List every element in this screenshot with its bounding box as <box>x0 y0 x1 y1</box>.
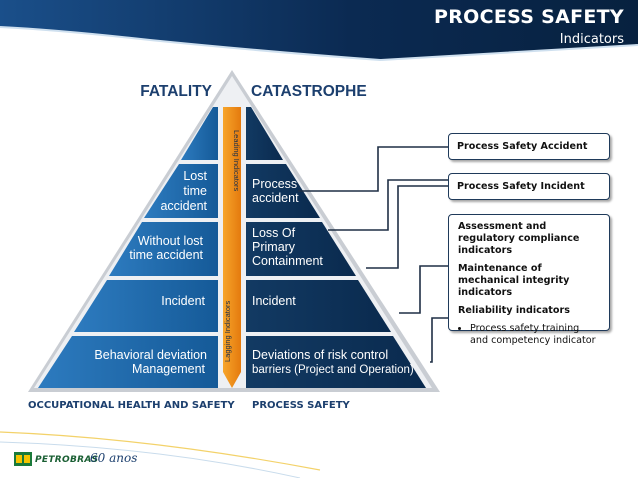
left-level-without-lost-time <box>109 222 218 276</box>
left-level-without-lost-line1: Without lost <box>138 234 204 248</box>
leading-indicators-label: Leading Indicators <box>232 130 241 192</box>
ohs-label: OCCUPATIONAL HEALTH AND SAFETY <box>28 400 235 411</box>
left-level-behavioral <box>38 336 218 388</box>
left-level-without-lost-line2: time accident <box>129 248 203 262</box>
indicator-arrow <box>223 107 241 388</box>
right-level-incident-text: Incident <box>252 294 296 308</box>
connector-lines <box>298 146 448 363</box>
decor-curve-2 <box>0 441 301 478</box>
process-safety-incident-box: Process Safety Incident <box>448 173 610 200</box>
fatality-label: FATALITY <box>140 83 212 100</box>
right-level-deviations-line1: Deviations of risk control <box>252 348 388 362</box>
left-level-lost-time-line2: time <box>183 184 207 198</box>
petrobras-logo-icon <box>14 452 32 466</box>
indicator-item: Reliability indicators <box>458 305 570 316</box>
header-banner <box>0 0 638 62</box>
process-safety-accident-box: Process Safety Accident <box>448 133 610 160</box>
indicator-item: Maintenance of mechanical integrity indi… <box>458 263 570 298</box>
decor-curve-1 <box>0 431 321 471</box>
left-level-behavioral-line1: Behavioral deviation <box>94 348 207 362</box>
indicator-sublist: Process safety training and competency i… <box>458 323 600 347</box>
left-level-lost-time-line1: Lost <box>183 169 207 183</box>
left-level-behavioral-line2: Management <box>132 362 205 376</box>
left-level-lost-time <box>144 164 218 218</box>
indicator-bullet: Process safety training and competency i… <box>470 323 600 347</box>
page-subtitle: Indicators <box>559 32 624 47</box>
right-level-deviations-line2: barriers (Project and Operation) <box>252 364 414 376</box>
left-level-top <box>181 107 218 160</box>
indicator-item: Assessment and regulatory compliance ind… <box>458 221 580 256</box>
right-level-process-line2: accident <box>252 191 299 205</box>
page-title: PROCESS SAFETY <box>433 6 624 28</box>
anniversary-mark: 60 anos <box>90 451 138 465</box>
petrobras-logo-text: PETROBRAS <box>35 455 99 465</box>
process-safety-incident-text: Process Safety Incident <box>457 181 585 192</box>
right-level-top <box>246 107 283 160</box>
right-level-loss-line2: Primary <box>252 240 296 254</box>
process-safety-accident-text: Process Safety Accident <box>457 141 588 152</box>
process-safety-footer-label: PROCESS SAFETY <box>252 400 350 411</box>
indicators-box: Assessment and regulatory compliance ind… <box>448 214 610 346</box>
right-level-process-line1: Process <box>252 177 297 191</box>
right-level-deviations <box>246 336 426 388</box>
catastrophe-label: CATASTROPHE <box>251 83 367 100</box>
left-level-lost-time-line3: accident <box>160 199 207 213</box>
left-level-incident-text: Incident <box>161 294 205 308</box>
right-level-loss-line1: Loss Of <box>252 226 296 240</box>
right-level-incident <box>246 280 391 332</box>
left-level-incident <box>74 280 218 332</box>
right-level-loss-line3: Containment <box>252 254 323 268</box>
right-level-loss-of-containment <box>246 222 356 276</box>
right-level-process-accident <box>246 164 320 218</box>
lagging-indicators-label: Lagging Indicators <box>223 300 232 362</box>
